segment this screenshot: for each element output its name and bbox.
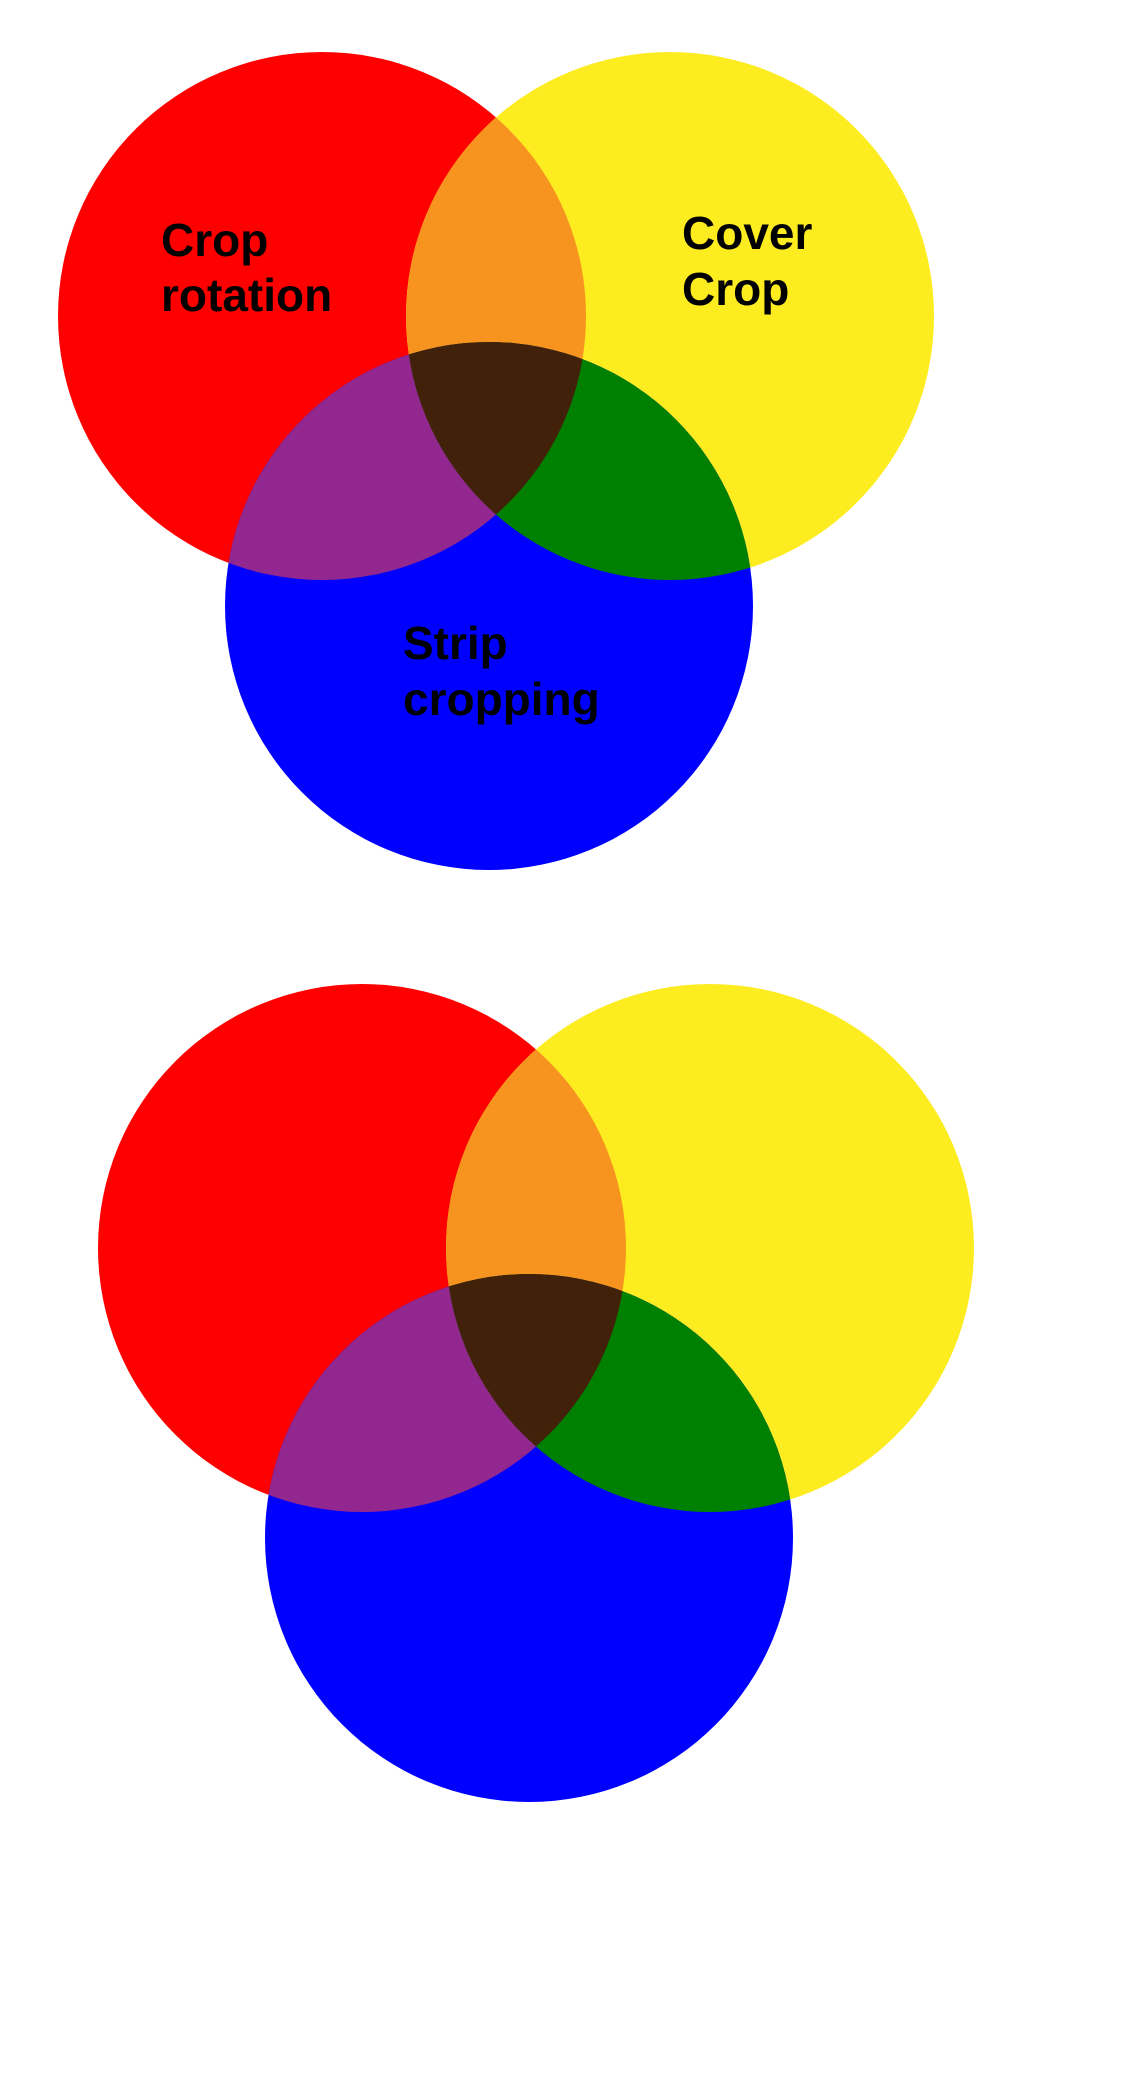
overlap-yellow-blue (446, 1274, 793, 1512)
venn-diagram-labeled: Crop rotation Cover Crop Strip cropping (0, 0, 1124, 940)
label-cover-crop: Cover Crop (682, 207, 825, 315)
venn-svg-labeled: Crop rotation Cover Crop Strip cropping (58, 52, 934, 870)
overlap-red-blue (265, 1274, 626, 1512)
label-strip-cropping: Strip cropping (403, 617, 600, 725)
overlap-cover-strip (406, 342, 753, 580)
venn-diagram-unlabeled (0, 940, 1124, 1880)
overlap-rotation-strip (225, 342, 586, 580)
venn-svg-unlabeled (98, 984, 974, 1802)
label-crop-rotation: Crop rotation (161, 214, 332, 321)
